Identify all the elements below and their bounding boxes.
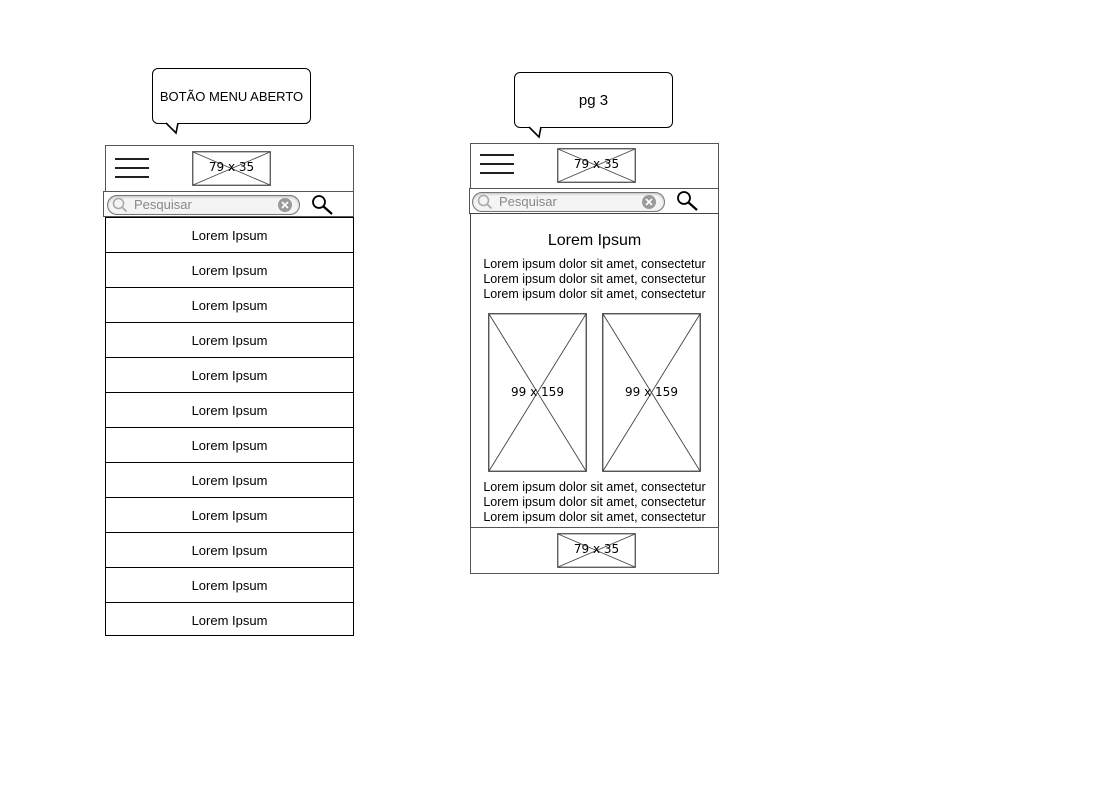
menu-item-label: Lorem Ipsum [191, 262, 268, 278]
image-placeholder-icon [557, 148, 636, 183]
menu-item[interactable]: Lorem Ipsum [106, 322, 353, 357]
image-placeholder-icon [192, 151, 271, 186]
search-icon[interactable] [675, 190, 701, 212]
image-placeholder-icon [557, 533, 636, 568]
menu-item-label: Lorem Ipsum [191, 542, 268, 558]
menu-item-label: Lorem Ipsum [191, 332, 268, 348]
image-placeholder-icon [488, 313, 587, 472]
search-field-icon [112, 197, 128, 213]
content-title: Lorem Ipsum [547, 232, 642, 249]
menu-item-label: Lorem Ipsum [191, 402, 268, 418]
logo-placeholder: 79 x 35 [192, 151, 271, 186]
paragraph-line: Lorem ipsum dolor sit amet, consectetur [483, 257, 706, 271]
menu-item[interactable]: Lorem Ipsum [106, 532, 353, 567]
menu-item[interactable]: Lorem Ipsum [106, 392, 353, 427]
clear-icon[interactable] [641, 194, 657, 210]
callout-menu-open: BOTÃO MENU ABERTO [152, 68, 311, 124]
hamburger-menu-icon[interactable] [479, 152, 515, 176]
menu-item[interactable]: Lorem Ipsum [106, 357, 353, 392]
search-bar: Pesquisar [469, 188, 719, 214]
menu-item[interactable]: Lorem Ipsum [106, 252, 353, 287]
paragraph-line: Lorem ipsum dolor sit amet, consectetur [483, 480, 706, 494]
footer-bar: 79 x 35 [470, 527, 719, 574]
menu-item-label: Lorem Ipsum [191, 297, 268, 313]
search-placeholder: Pesquisar [499, 194, 557, 209]
paragraph-line: Lorem ipsum dolor sit amet, consectetur [483, 495, 706, 509]
menu-item-label: Lorem Ipsum [191, 437, 268, 453]
hamburger-menu-icon[interactable] [114, 156, 150, 180]
menu-item[interactable]: Lorem Ipsum [106, 427, 353, 462]
menu-item-label: Lorem Ipsum [191, 577, 268, 593]
menu-item-label: Lorem Ipsum [191, 472, 268, 488]
content-area: Lorem Ipsum Lorem ipsum dolor sit amet, … [470, 213, 719, 529]
image-placeholder-right: 99 x 159 [602, 313, 701, 472]
menu-item[interactable]: Lorem Ipsum [106, 602, 353, 637]
image-placeholder-label: 99 x 159 [511, 385, 564, 399]
logo-placeholder: 79 x 35 [557, 148, 636, 183]
menu-item-label: Lorem Ipsum [191, 227, 268, 243]
footer-logo-placeholder: 79 x 35 [557, 533, 636, 568]
menu-item[interactable]: Lorem Ipsum [106, 217, 353, 252]
logo-placeholder-label: 79 x 35 [208, 160, 255, 174]
menu-item[interactable]: Lorem Ipsum [106, 497, 353, 532]
menu-item-label: Lorem Ipsum [191, 507, 268, 523]
callout-text: BOTÃO MENU ABERTO [159, 88, 304, 104]
logo-placeholder-label: 79 x 35 [573, 157, 620, 171]
search-field-icon [477, 194, 493, 210]
header-bar: 79 x 35 [470, 143, 719, 190]
image-placeholder-icon [602, 313, 701, 472]
callout-page-3: pg 3 [514, 72, 673, 128]
menu-item-label: Lorem Ipsum [191, 612, 268, 628]
clear-icon[interactable] [277, 197, 293, 213]
footer-logo-placeholder-label: 79 x 35 [573, 542, 620, 556]
image-placeholder-label: 99 x 159 [625, 385, 678, 399]
search-input[interactable]: Pesquisar [472, 192, 665, 212]
header-bar: 79 x 35 [105, 145, 354, 192]
menu-item[interactable]: Lorem Ipsum [106, 287, 353, 322]
menu-item[interactable]: Lorem Ipsum [106, 567, 353, 602]
paragraph-line: Lorem ipsum dolor sit amet, consectetur [483, 510, 706, 524]
search-input[interactable]: Pesquisar [107, 195, 300, 215]
search-icon[interactable] [310, 194, 336, 216]
menu-item-label: Lorem Ipsum [191, 367, 268, 383]
paragraph-line: Lorem ipsum dolor sit amet, consectetur [483, 287, 706, 301]
callout-tail [165, 122, 179, 135]
search-placeholder: Pesquisar [134, 197, 192, 212]
callout-tail [528, 126, 542, 139]
paragraph-line: Lorem ipsum dolor sit amet, consectetur [483, 272, 706, 286]
callout-text: pg 3 [578, 91, 609, 109]
menu-item[interactable]: Lorem Ipsum [106, 462, 353, 497]
search-bar: Pesquisar [103, 191, 354, 217]
image-placeholder-left: 99 x 159 [488, 313, 587, 472]
